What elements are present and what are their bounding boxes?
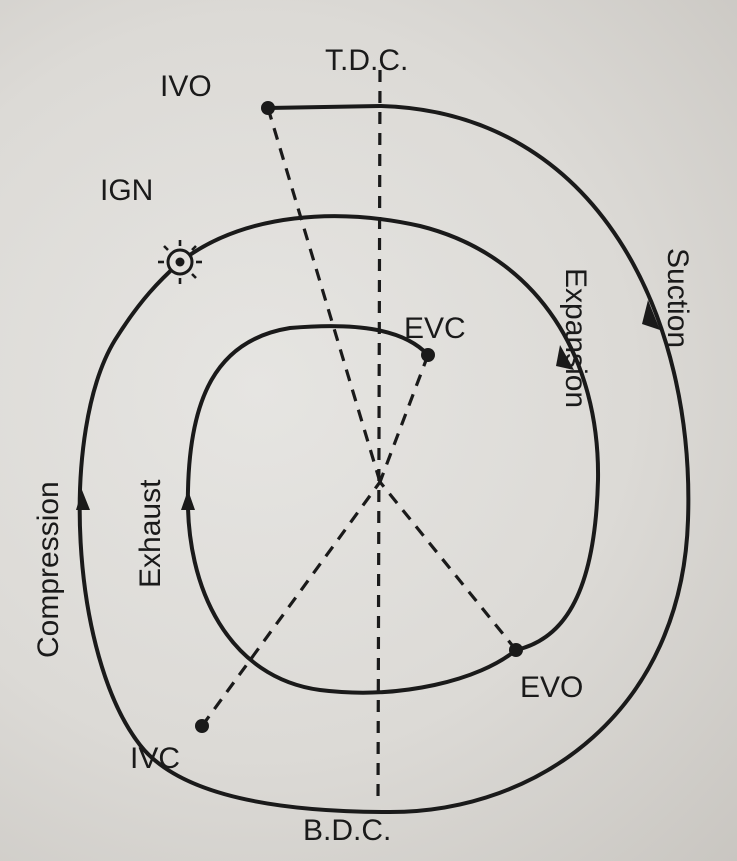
- ign-label: IGN: [100, 174, 153, 207]
- evo-point: [509, 643, 523, 657]
- ivo-dashed-line: [266, 107, 382, 483]
- expansion-arrow-icon: [556, 345, 574, 370]
- ivo-point: [261, 101, 275, 115]
- evc-dashed-line: [378, 354, 430, 483]
- exhaust-label: Exhaust: [134, 479, 167, 588]
- tdc-label: T.D.C.: [325, 44, 408, 77]
- suction-label: Suction: [661, 248, 694, 348]
- exhaust-arrow-icon: [181, 490, 195, 510]
- compression-label: Compression: [32, 481, 65, 658]
- ivc-point: [195, 719, 209, 733]
- evo-label: EVO: [520, 671, 583, 704]
- evo-dashed-line: [378, 480, 518, 652]
- ivc-label: IVC: [130, 742, 180, 775]
- expansion-exhaust-curve: [178, 214, 601, 695]
- tdc-bdc-line: [376, 69, 382, 806]
- compression-arrow-icon: [76, 490, 90, 510]
- suction-compression-curve: [77, 103, 691, 815]
- ivo-label: IVO: [160, 70, 212, 103]
- spark-icon: [158, 240, 202, 284]
- bdc-label: B.D.C.: [303, 814, 391, 847]
- expansion-label: Expansion: [559, 268, 592, 408]
- suction-arrow-icon: [642, 300, 660, 330]
- ivc-dashed-line: [200, 481, 382, 727]
- evc-point: [421, 348, 435, 362]
- evc-label: EVC: [404, 312, 466, 345]
